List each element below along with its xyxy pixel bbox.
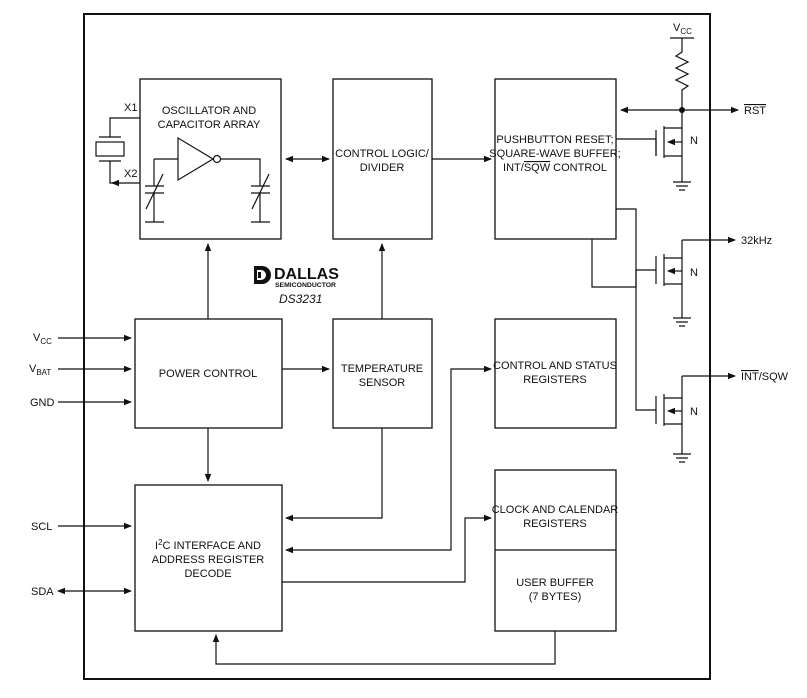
- pin-x1: X1: [124, 102, 137, 114]
- i2c-label-3: DECODE: [184, 568, 231, 580]
- temp-i2c-arrow: [285, 428, 383, 522]
- nmos-transistor-icon: [655, 376, 683, 454]
- pushbutton-label-1: PUSHBUTTON RESET;: [496, 134, 613, 146]
- pushbutton-label-3: INT/SQW CONTROL: [503, 162, 607, 174]
- status-i2c-arrow: [285, 365, 492, 554]
- ground-icon: [673, 317, 691, 327]
- pin-vcc-top: VCC: [673, 22, 692, 36]
- i2c-label-1: I2C INTERFACE AND: [155, 538, 261, 552]
- user-buffer-label-2: (7 BYTES): [529, 591, 582, 603]
- buffer-i2c-arrow: [212, 631, 556, 665]
- part-number: DS3231: [279, 292, 322, 306]
- control-status-registers-block: CONTROL AND STATUS REGISTERS: [493, 318, 617, 429]
- control-logic-label-1: CONTROL LOGIC/: [335, 148, 430, 160]
- pin-gnd: GND: [30, 397, 55, 409]
- nmos-transistor-icon: [655, 240, 683, 318]
- pin-sda: SDA: [31, 586, 54, 598]
- ground-icon: [673, 453, 691, 463]
- power-control-label: POWER CONTROL: [159, 368, 257, 380]
- dallas-brand-sub: SEMICONDUCTOR: [275, 283, 337, 289]
- user-buffer-label-1: USER BUFFER: [516, 577, 594, 589]
- control-logic-block: CONTROL LOGIC/ DIVIDER: [332, 78, 433, 240]
- oscillator-label-1: OSCILLATOR AND: [162, 105, 256, 117]
- chip-outline: [83, 13, 711, 680]
- dallas-logo: DALLAS SEMICONDUCTOR DS3231: [254, 266, 339, 306]
- temperature-sensor-label-1: TEMPERATURE: [341, 363, 423, 375]
- pin-vcc: VCC: [33, 332, 52, 346]
- nmos-n-label-3: N: [690, 406, 698, 418]
- pin-vbat: VBAT: [29, 363, 51, 377]
- power-control-block: POWER CONTROL: [134, 318, 283, 429]
- crystal-icon: [95, 117, 140, 187]
- pin-rst: RST: [744, 105, 766, 117]
- pin-32khz: 32kHz: [741, 235, 772, 247]
- control-status-label-1: CONTROL AND STATUS: [493, 360, 617, 372]
- pushbutton-reset-block: PUSHBUTTON RESET; SQUARE-WAVE BUFFER; IN…: [489, 78, 621, 240]
- clock-calendar-label-1: CLOCK AND CALENDAR: [492, 504, 619, 516]
- oscillator-label-2: CAPACITOR ARRAY: [158, 119, 261, 131]
- dallas-brand: DALLAS: [274, 266, 339, 283]
- clock-i2c-arrow: [282, 514, 492, 583]
- variable-capacitor-icon: [145, 173, 164, 223]
- pullup-resistor-icon: [674, 38, 690, 110]
- control-status-label-2: REGISTERS: [523, 374, 587, 386]
- pin-x2: X2: [124, 168, 137, 180]
- clock-calendar-block: CLOCK AND CALENDAR REGISTERS USER BUFFER…: [492, 469, 619, 632]
- clock-calendar-label-2: REGISTERS: [523, 518, 587, 530]
- ground-icon: [673, 181, 691, 191]
- oscillator-block: OSCILLATOR AND CAPACITOR ARRAY: [139, 78, 282, 240]
- nmos-n-label-1: N: [690, 135, 698, 147]
- nmos-n-label-2: N: [690, 267, 698, 279]
- temperature-sensor-block: TEMPERATURE SENSOR: [332, 318, 433, 429]
- sqw-overline-text: SQW: [524, 162, 551, 174]
- pin-int-sqw: INT/SQW: [741, 371, 789, 383]
- control-logic-label-2: DIVIDER: [360, 162, 405, 174]
- nmos-transistor-icon: [616, 112, 683, 182]
- pushbutton-label-2: SQUARE-WAVE BUFFER;: [489, 148, 620, 160]
- i2c-label-2: ADDRESS REGISTER: [152, 554, 265, 566]
- inverter-bubble-icon: [212, 154, 222, 164]
- pin-scl: SCL: [31, 521, 52, 533]
- dallas-logo-icon: [254, 266, 271, 284]
- temperature-sensor-label-2: SENSOR: [359, 377, 406, 389]
- i2c-interface-block: I2C INTERFACE AND ADDRESS REGISTER DECOD…: [134, 484, 283, 632]
- variable-capacitor-icon: [251, 173, 270, 223]
